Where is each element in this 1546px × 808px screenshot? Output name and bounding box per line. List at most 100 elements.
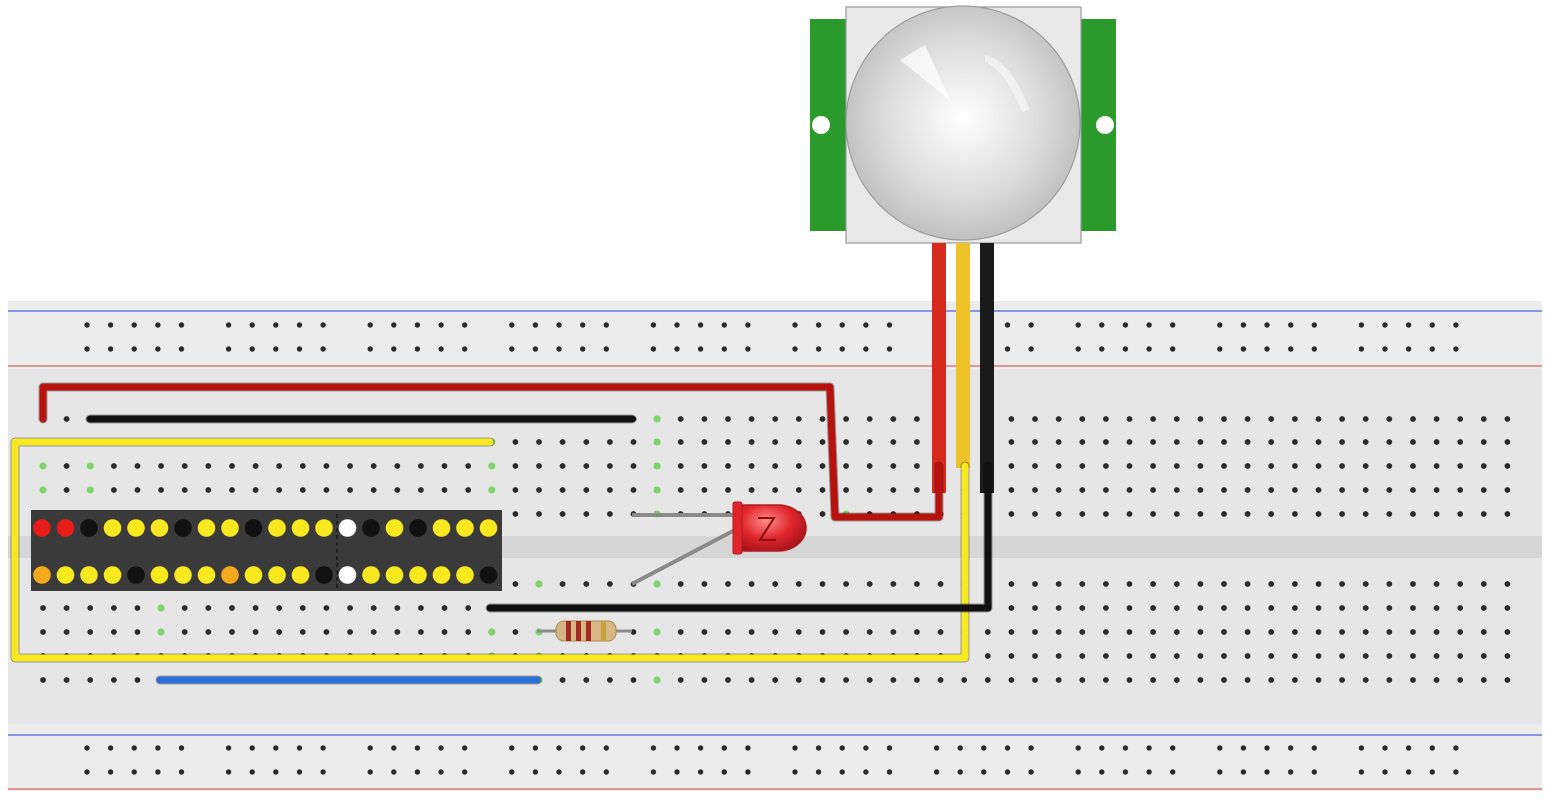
rail-hole <box>509 322 515 328</box>
rail-hole <box>1311 745 1318 751</box>
breadboard-hole <box>914 677 920 683</box>
gpio-header-body <box>31 510 502 591</box>
rail-hole <box>1075 322 1081 328</box>
breadboard-hole <box>181 487 188 493</box>
breadboard-hole <box>1315 581 1322 587</box>
rail-hole <box>697 346 704 352</box>
breadboard-hole <box>1433 487 1440 493</box>
gpio-pin <box>315 519 333 537</box>
breadboard-hole <box>229 605 235 611</box>
breadboard-hole <box>1008 416 1015 422</box>
breadboard-hole <box>1339 629 1345 635</box>
breadboard-hole <box>111 463 117 469</box>
rail-hole <box>697 745 704 751</box>
breadboard-hole <box>1244 677 1251 683</box>
breadboard-hole <box>1150 677 1156 683</box>
breadboard-hole <box>1457 629 1464 635</box>
breadboard-hole <box>843 416 849 422</box>
led-body <box>739 504 807 552</box>
breadboard-hole <box>819 416 826 422</box>
breadboard-hole <box>512 487 519 493</box>
rail-hole <box>697 322 704 328</box>
rail-hole <box>1217 322 1223 328</box>
breadboard-hole <box>276 605 283 611</box>
rail-hole <box>107 346 114 352</box>
breadboard-hole <box>1032 463 1038 469</box>
breadboard-hole <box>1079 487 1086 493</box>
breadboard-hole <box>1480 581 1487 587</box>
breadboard-hole <box>630 463 637 469</box>
breadboard-hole <box>890 463 897 469</box>
breadboard-hole <box>1221 653 1227 659</box>
breadboard-hole <box>1197 653 1204 659</box>
breadboard-hole <box>630 629 637 635</box>
breadboard-hole <box>914 487 920 493</box>
breadboard-hole <box>205 629 212 635</box>
gpio-pin <box>80 519 98 537</box>
rail-hole <box>462 346 468 352</box>
rail-hole <box>1288 346 1294 352</box>
breadboard-hole <box>1032 511 1038 517</box>
breadboard-hole <box>748 487 755 493</box>
gpio-pin <box>244 566 263 584</box>
breadboard-hole <box>1268 629 1275 635</box>
breadboard-hole <box>1268 416 1275 422</box>
rail-hole <box>697 769 704 775</box>
breadboard-hole <box>772 677 779 683</box>
breadboard-hole <box>111 677 117 683</box>
breadboard-hole <box>1362 439 1369 445</box>
breadboard-hole <box>1079 605 1086 611</box>
breadboard-hole <box>63 463 70 469</box>
rail-hole <box>462 769 468 775</box>
breadboard-hole <box>512 629 519 635</box>
rail-hole <box>1358 322 1365 328</box>
rail-hole <box>886 769 893 775</box>
rail-hole <box>414 769 421 775</box>
breadboard-hole <box>1032 653 1038 659</box>
breadboard-hole <box>1362 487 1369 493</box>
breadboard-hole <box>559 511 566 517</box>
rail-hole <box>863 745 869 751</box>
rail-hole <box>580 322 586 328</box>
breadboard-hole <box>229 629 235 635</box>
breadboard-hole <box>819 677 826 683</box>
breadboard-hole <box>1103 653 1109 659</box>
rail-hole <box>650 322 657 328</box>
rail-hole <box>462 322 468 328</box>
breadboard-hole <box>299 487 306 493</box>
rail-hole <box>367 769 373 775</box>
rail-hole <box>1288 322 1294 328</box>
breadboard-hole <box>677 581 684 587</box>
gpio-pin <box>291 519 310 537</box>
rail-hole <box>1288 769 1294 775</box>
breadboard-hole <box>937 677 944 683</box>
rail-hole <box>1311 322 1318 328</box>
breadboard-hole <box>1292 511 1298 517</box>
rail-hole <box>532 745 539 751</box>
breadboard-hole <box>819 439 826 445</box>
breadboard-hole <box>1032 487 1038 493</box>
bottom-power-rail <box>8 724 1542 791</box>
breadboard-hole <box>1008 511 1015 517</box>
breadboard-hole <box>1457 581 1464 587</box>
rail-hole <box>414 322 421 328</box>
gpio-pin <box>56 519 75 537</box>
breadboard-hole <box>1292 653 1298 659</box>
rail-hole <box>414 745 421 751</box>
breadboard-hole <box>1480 439 1487 445</box>
breadboard-hole <box>1433 653 1440 659</box>
breadboard-hole <box>1244 653 1251 659</box>
breadboard-hole <box>1008 487 1015 493</box>
breadboard-hole <box>394 605 401 611</box>
breadboard-hole <box>1221 605 1227 611</box>
rail-hole <box>1170 346 1176 352</box>
breadboard-hole <box>890 581 897 587</box>
rail-hole <box>1358 769 1365 775</box>
rail-hole <box>1405 769 1412 775</box>
rail-hole <box>556 322 562 328</box>
rail-hole <box>273 322 279 328</box>
breadboard-hole <box>1197 487 1204 493</box>
rail-hole <box>107 745 114 751</box>
breadboard-hole <box>323 463 330 469</box>
breadboard-hole <box>1055 581 1062 587</box>
